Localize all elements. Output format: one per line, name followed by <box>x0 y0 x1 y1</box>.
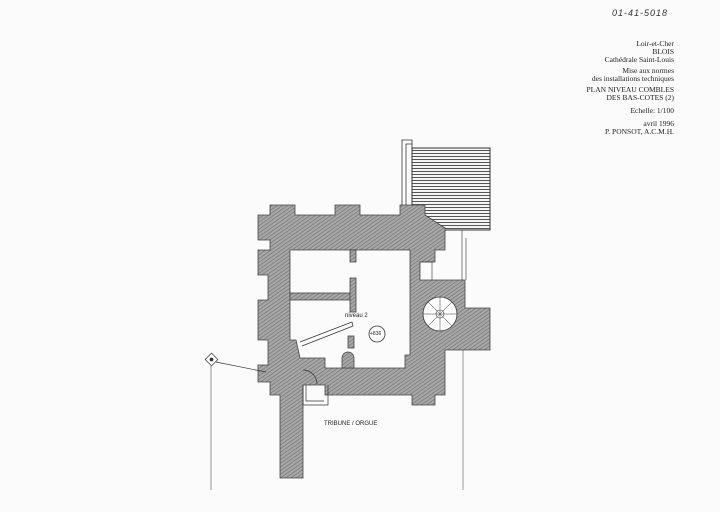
elevation-marker <box>368 325 386 343</box>
walls <box>257 204 491 479</box>
building: Cathédrale Saint-Louis <box>604 55 674 64</box>
project-line-2: des installations techniques <box>591 74 674 83</box>
level-label: niveau 2 <box>345 313 368 319</box>
door-and-ramp <box>299 321 354 406</box>
spiral-staircase <box>422 296 458 332</box>
stair-lines <box>420 230 467 280</box>
date: avril 1996 <box>643 119 674 128</box>
plan-line-1: PLAN NIVEAU COMBLES <box>586 85 674 94</box>
plan-line-2: DES BAS-COTES (2) <box>606 93 674 102</box>
project-line-1: Mise aux normes <box>622 66 674 75</box>
elevation-mark: +836 <box>370 331 382 337</box>
north-marker <box>204 350 464 490</box>
room-label: TRIBUNE / ORGUE <box>324 421 378 427</box>
department: Loir-et-Cher <box>636 39 674 48</box>
city: BLOIS <box>652 47 674 56</box>
sheet-reference-number: 01-41-5018 <box>612 8 669 18</box>
scale: Echelle: 1/100 <box>630 106 674 115</box>
author: P. PONSOT, A.C.M.H. <box>604 127 674 136</box>
